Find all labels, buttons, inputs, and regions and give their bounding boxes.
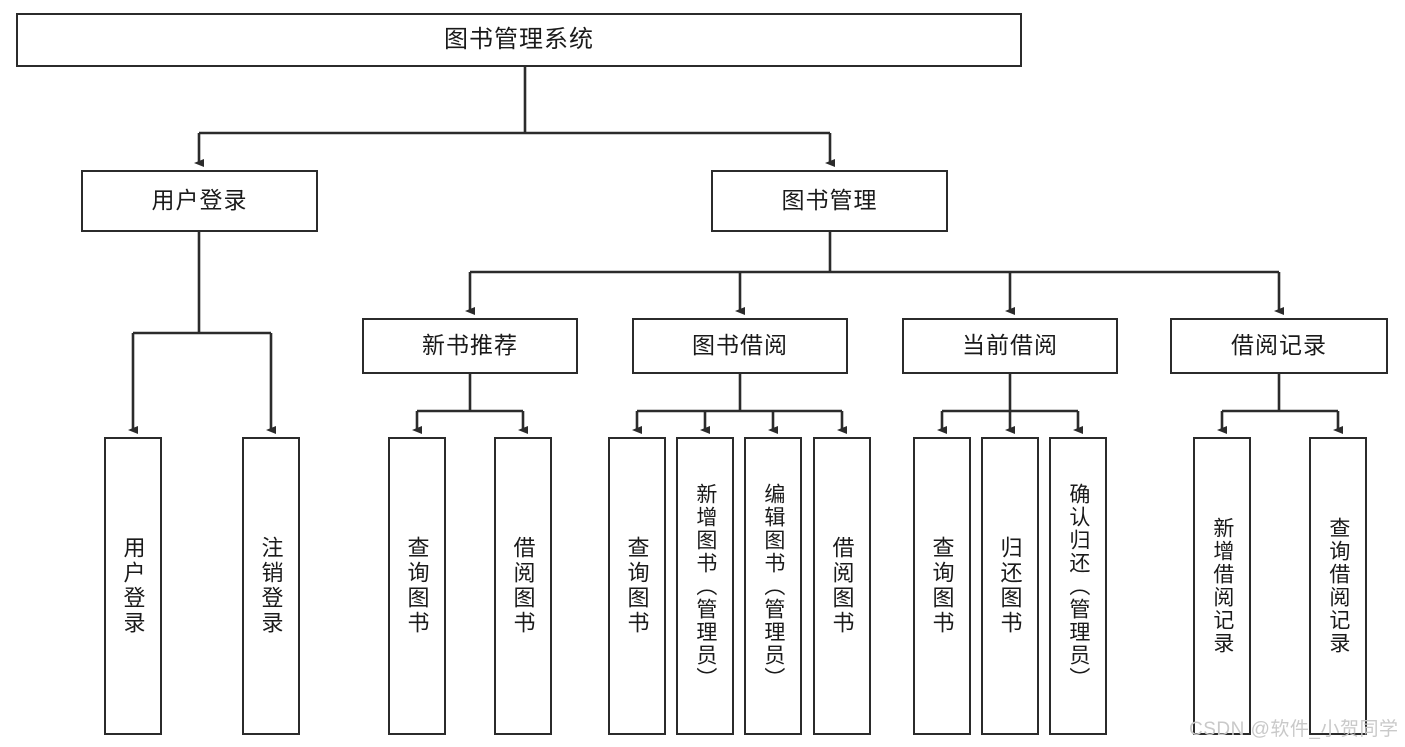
- leaf-label: 查询图书: [624, 536, 650, 636]
- leaf-user-login-login[interactable]: 用户登录: [104, 437, 162, 735]
- node-label: 当前借阅: [962, 332, 1058, 359]
- leaf-label: 注销登录: [258, 536, 284, 636]
- leaf-current-borrow-confirm-return[interactable]: 确认归还（管理员）: [1049, 437, 1107, 735]
- leaf-label: 新增图书（管理员）: [693, 482, 717, 690]
- leaf-label: 查询图书: [929, 536, 955, 636]
- leaf-label: 借阅图书: [510, 536, 536, 636]
- leaf-user-login-logout[interactable]: 注销登录: [242, 437, 300, 735]
- node-root-system[interactable]: 图书管理系统: [16, 13, 1022, 67]
- node-book-management[interactable]: 图书管理: [711, 170, 948, 232]
- leaf-current-borrow-query[interactable]: 查询图书: [913, 437, 971, 735]
- node-current-borrow[interactable]: 当前借阅: [902, 318, 1118, 374]
- node-label: 用户登录: [151, 187, 248, 214]
- leaf-label: 确认归还（管理员）: [1066, 482, 1090, 690]
- leaf-new-book-query[interactable]: 查询图书: [388, 437, 446, 735]
- leaf-new-book-borrow[interactable]: 借阅图书: [494, 437, 552, 735]
- leaf-label: 用户登录: [120, 536, 146, 636]
- watermark: CSDN @软件_小贺同学: [1189, 719, 1399, 740]
- leaf-label: 查询图书: [404, 536, 430, 636]
- leaf-label: 归还图书: [997, 536, 1023, 636]
- leaf-current-borrow-return[interactable]: 归还图书: [981, 437, 1039, 735]
- leaf-label: 编辑图书（管理员）: [761, 482, 785, 690]
- leaf-borrow-record-query[interactable]: 查询借阅记录: [1309, 437, 1367, 735]
- leaf-book-borrow-add[interactable]: 新增图书（管理员）: [676, 437, 734, 735]
- node-new-book-recommend[interactable]: 新书推荐: [362, 318, 578, 374]
- leaf-book-borrow-edit[interactable]: 编辑图书（管理员）: [744, 437, 802, 735]
- leaf-book-borrow-query[interactable]: 查询图书: [608, 437, 666, 735]
- leaf-label: 新增借阅记录: [1210, 517, 1234, 655]
- node-label: 图书管理系统: [444, 25, 594, 53]
- node-label: 新书推荐: [422, 332, 518, 359]
- node-label: 图书管理: [781, 187, 878, 214]
- leaf-book-borrow-borrow[interactable]: 借阅图书: [813, 437, 871, 735]
- leaf-borrow-record-add[interactable]: 新增借阅记录: [1193, 437, 1251, 735]
- node-user-login[interactable]: 用户登录: [81, 170, 318, 232]
- node-book-borrow[interactable]: 图书借阅: [632, 318, 848, 374]
- node-label: 图书借阅: [692, 332, 788, 359]
- leaf-label: 借阅图书: [829, 536, 855, 636]
- node-borrow-record[interactable]: 借阅记录: [1170, 318, 1388, 374]
- node-label: 借阅记录: [1231, 332, 1327, 359]
- leaf-label: 查询借阅记录: [1326, 517, 1350, 655]
